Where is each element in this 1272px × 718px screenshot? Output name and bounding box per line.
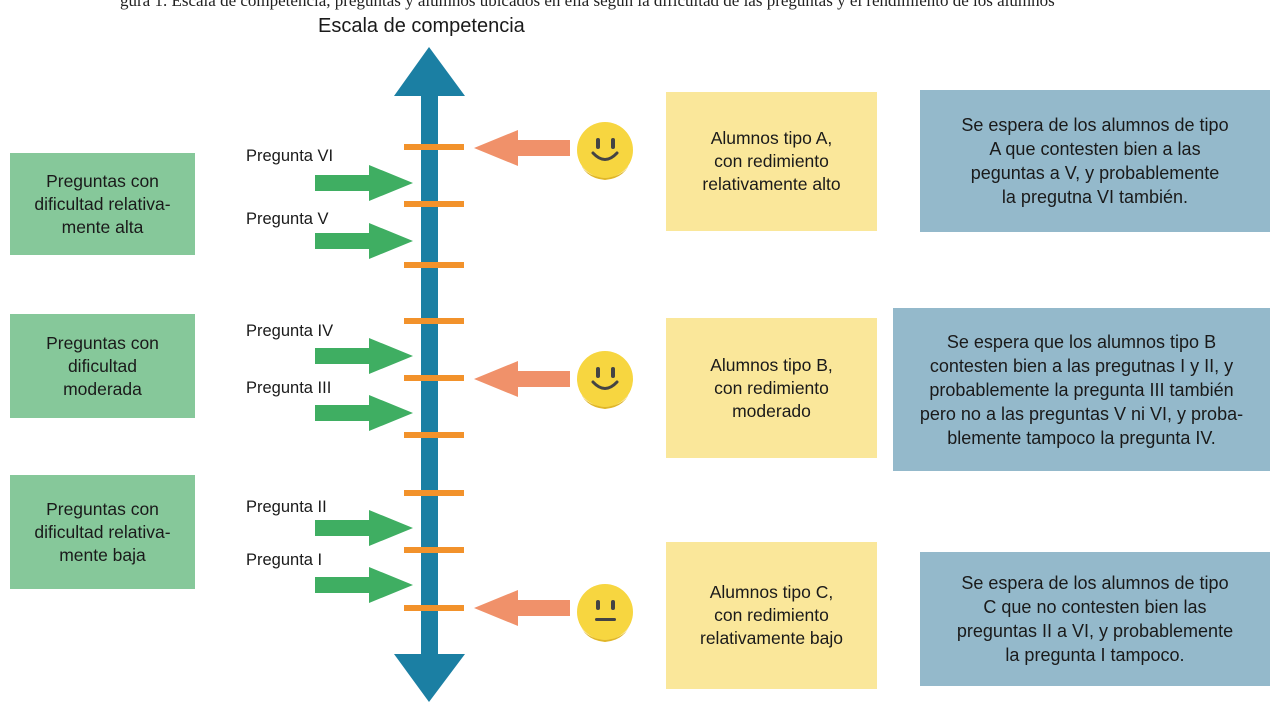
question-arrow-i <box>315 567 413 603</box>
expectation-box-c: Se espera de los alumnos de tipo C que n… <box>920 552 1270 686</box>
difficulty-box-moderate: Preguntas con dificultad moderada <box>10 314 195 418</box>
difficulty-label-high: Preguntas con dificultad relativa- mente… <box>34 170 171 237</box>
student-box-b: Alumnos tipo B, con redimiento moderado <box>666 318 877 458</box>
expectation-text-b: Se espera que los alumnos tipo B contest… <box>919 331 1244 448</box>
scale-tick <box>404 605 464 611</box>
figure-caption-cropped: gura 1. Escala de competencia, preguntas… <box>0 0 1272 10</box>
difficulty-box-high: Preguntas con dificultad relativa- mente… <box>10 153 195 255</box>
scale-arrowhead-top <box>394 47 465 96</box>
difficulty-label-moderate: Preguntas con dificultad moderada <box>46 332 159 399</box>
question-arrow-iv <box>315 338 413 374</box>
scale-tick <box>404 432 464 438</box>
question-arrow-ii <box>315 510 413 546</box>
question-arrow-vi <box>315 165 413 201</box>
question-arrow-iii <box>315 395 413 431</box>
smiling-face-icon <box>577 122 633 180</box>
question-label-iv: Pregunta IV <box>246 322 334 340</box>
neutral-face-icon <box>577 584 633 642</box>
scale-tick <box>404 144 464 150</box>
student-label-c: Alumnos tipo C, con redimiento relativam… <box>700 582 843 648</box>
scale-tick <box>404 201 464 207</box>
figure-caption-text: gura 1. Escala de competencia, preguntas… <box>120 0 1055 10</box>
scale-tick <box>404 375 464 381</box>
question-label-iii: Pregunta III <box>246 379 332 397</box>
difficulty-label-low: Preguntas con dificultad relativa- mente… <box>34 498 171 565</box>
difficulty-box-low: Preguntas con dificultad relativa- mente… <box>10 475 195 589</box>
scale-tick <box>404 490 464 496</box>
question-arrows <box>315 165 413 603</box>
student-label-b: Alumnos tipo B, con redimiento moderado <box>710 354 833 421</box>
scale-tick <box>404 318 464 324</box>
question-label-v: Pregunta V <box>246 210 329 228</box>
smiling-face-icon <box>577 351 633 409</box>
scale-arrowhead-bottom <box>394 654 465 702</box>
student-box-c: Alumnos tipo C, con redimiento relativam… <box>666 542 877 689</box>
scale-tick <box>404 547 464 553</box>
question-label-vi: Pregunta VI <box>246 147 334 165</box>
student-arrow-a <box>474 130 570 166</box>
student-box-a: Alumnos tipo A, con redimiento relativam… <box>666 92 877 231</box>
student-arrow-b <box>474 361 570 397</box>
scale-title: Escala de competencia <box>318 15 525 37</box>
expectation-text-a: Se espera de los alumnos de tipo A que c… <box>961 115 1229 207</box>
student-label-a: Alumnos tipo A, con redimiento relativam… <box>702 128 841 194</box>
question-arrow-v <box>315 223 413 259</box>
student-arrows <box>474 130 570 626</box>
expectation-box-b: Se espera que los alumnos tipo B contest… <box>893 308 1270 471</box>
expectation-text-c: Se espera de los alumnos de tipo C que n… <box>956 573 1234 665</box>
expectation-box-a: Se espera de los alumnos de tipo A que c… <box>920 90 1270 232</box>
scale-ticks <box>404 144 464 611</box>
question-label-ii: Pregunta II <box>246 498 327 516</box>
student-arrow-c <box>474 590 570 626</box>
question-label-i: Pregunta I <box>246 551 323 569</box>
scale-tick <box>404 262 464 268</box>
